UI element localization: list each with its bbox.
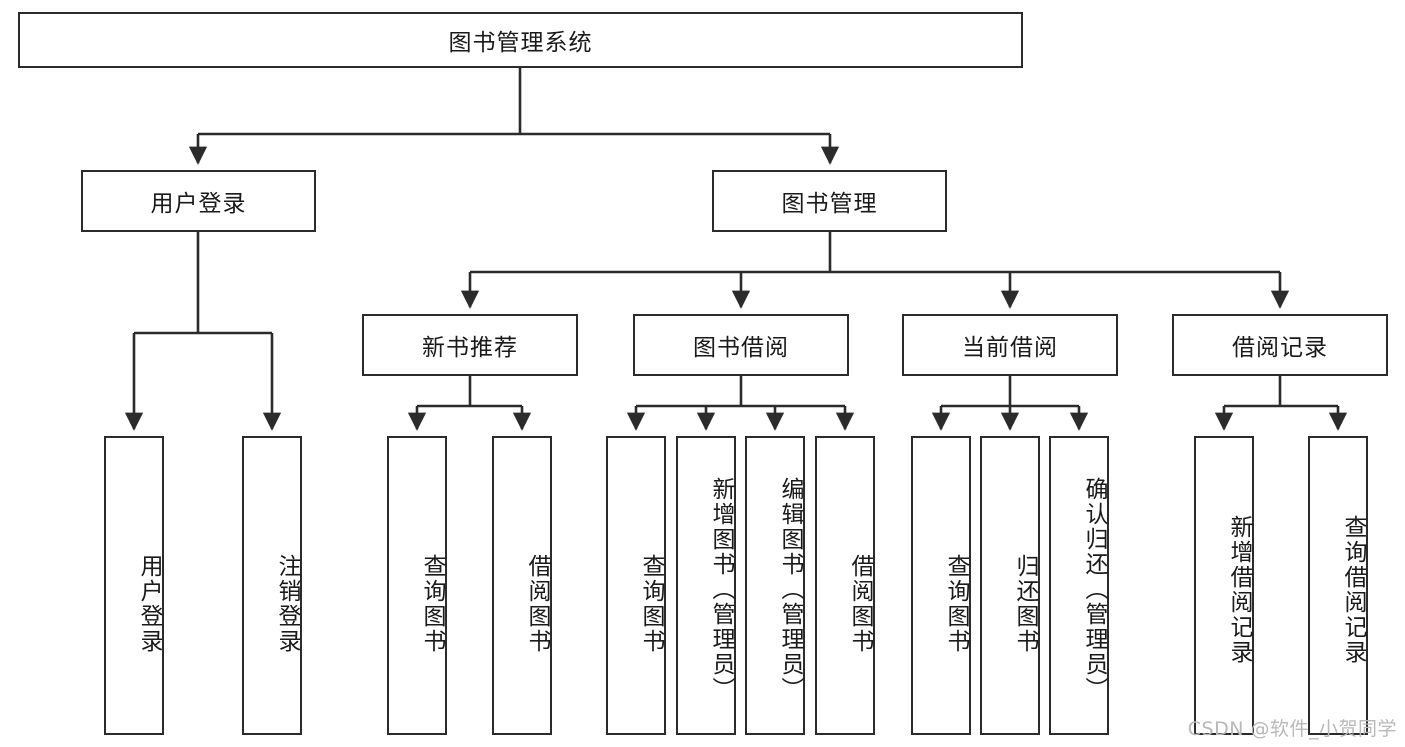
node-root[interactable]: 图书管理系统 [18, 12, 1023, 68]
watermark: CSDN @软件_小贺同学 [1187, 718, 1397, 740]
leaf-confirm-return-admin[interactable]: 确认归还（管理员） [1049, 436, 1109, 735]
leaf-add-book-admin[interactable]: 新增图书（管理员） [676, 436, 736, 735]
leaf-query-book-3-label: 查询图书 [943, 553, 969, 654]
leaf-query-book-1-label: 查询图书 [419, 553, 445, 654]
leaf-logout-login-label: 注销登录 [274, 553, 300, 654]
leaf-query-borrow-record[interactable]: 查询借阅记录 [1308, 436, 1368, 735]
node-new-book-recommend-label: 新书推荐 [422, 335, 518, 361]
node-borrow-record-label: 借阅记录 [1232, 335, 1328, 361]
leaf-query-book-3[interactable]: 查询图书 [911, 436, 971, 735]
leaf-query-book-1[interactable]: 查询图书 [387, 436, 447, 735]
leaf-query-book-2-label: 查询图书 [638, 553, 664, 654]
leaf-borrow-book-1-label: 借阅图书 [524, 553, 550, 654]
leaf-add-book-admin-label: 新增图书（管理员） [708, 477, 734, 702]
leaf-edit-book-admin-label: 编辑图书（管理员） [777, 477, 803, 702]
leaf-borrow-book-2[interactable]: 借阅图书 [815, 436, 875, 735]
leaf-query-borrow-record-label: 查询借阅记录 [1340, 514, 1366, 665]
node-book-management[interactable]: 图书管理 [712, 170, 947, 232]
leaf-confirm-return-admin-label: 确认归还（管理员） [1081, 477, 1107, 702]
leaf-query-book-2[interactable]: 查询图书 [606, 436, 666, 735]
leaf-return-book[interactable]: 归还图书 [980, 436, 1040, 735]
node-borrow-record[interactable]: 借阅记录 [1172, 314, 1388, 376]
leaf-user-login[interactable]: 用户登录 [104, 436, 164, 735]
leaf-add-borrow-record[interactable]: 新增借阅记录 [1194, 436, 1254, 735]
leaf-borrow-book-1[interactable]: 借阅图书 [492, 436, 552, 735]
node-current-borrow-label: 当前借阅 [962, 335, 1058, 361]
node-book-borrow[interactable]: 图书借阅 [633, 314, 849, 376]
leaf-return-book-label: 归还图书 [1012, 553, 1038, 654]
node-root-label: 图书管理系统 [448, 30, 593, 56]
node-book-management-label: 图书管理 [781, 191, 878, 217]
leaf-logout-login[interactable]: 注销登录 [242, 436, 302, 735]
node-new-book-recommend[interactable]: 新书推荐 [362, 314, 578, 376]
node-current-borrow[interactable]: 当前借阅 [902, 314, 1118, 376]
node-user-login-label: 用户登录 [150, 191, 247, 217]
node-user-login[interactable]: 用户登录 [81, 170, 316, 232]
leaf-add-borrow-record-label: 新增借阅记录 [1226, 514, 1252, 665]
node-book-borrow-label: 图书借阅 [693, 335, 789, 361]
leaf-edit-book-admin[interactable]: 编辑图书（管理员） [745, 436, 805, 735]
leaf-user-login-label: 用户登录 [136, 553, 162, 654]
leaf-borrow-book-2-label: 借阅图书 [847, 553, 873, 654]
